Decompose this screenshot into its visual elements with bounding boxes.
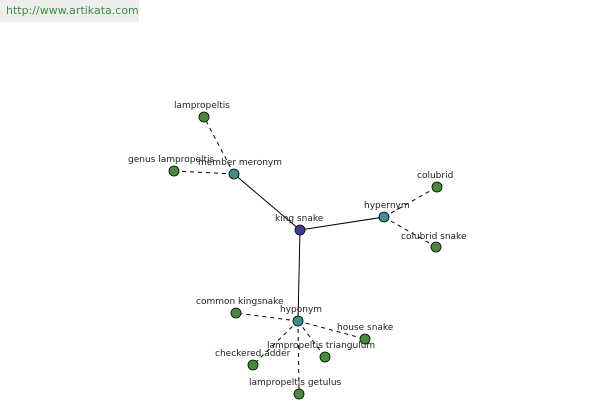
edge-root-hyponym [297, 229, 301, 322]
label-hypernym: hypernym [364, 201, 410, 211]
source-bar: http://www.artikata.com [0, 0, 139, 22]
node-colubrid[interactable] [431, 181, 443, 193]
edge-hyponym-checkered-adder [252, 320, 299, 366]
node-member-meronym[interactable] [228, 168, 240, 180]
label-house-snake: house snake [337, 323, 394, 333]
edge-hyponym-house-snake [297, 320, 366, 340]
node-hyponym[interactable] [292, 315, 304, 327]
labels-layer: king snake member meronym lampropeltis genu… [128, 101, 467, 388]
edge-member-meronym-lampropeltis [203, 116, 235, 175]
node-genus-lampropeltis[interactable] [168, 165, 180, 177]
edges-layer [173, 116, 438, 395]
node-house-snake[interactable] [359, 333, 371, 345]
label-lampropeltis-triangulum: lampropeltis triangulum [267, 341, 375, 351]
node-king-snake[interactable] [294, 224, 306, 236]
node-lampropeltis[interactable] [198, 111, 210, 123]
node-lampropeltis-getulus[interactable] [293, 388, 305, 400]
label-hyponym: hyponym [280, 305, 322, 315]
edge-hypernym-colubrid [383, 186, 438, 218]
label-lampropeltis-getulus: lampropeltis getulus [249, 378, 342, 388]
edge-member-meronym-genus-lampropeltis [173, 170, 235, 175]
node-common-kingsnake[interactable] [230, 307, 242, 319]
node-lampropeltis-triangulum[interactable] [319, 351, 331, 363]
label-member-meronym: member meronym [198, 158, 282, 168]
label-checkered-adder: checkered adder [215, 349, 291, 359]
edge-hyponym-lampropeltis-triangulum [297, 320, 326, 358]
edge-root-hypernym [299, 216, 385, 231]
label-lampropeltis: lampropeltis [174, 101, 230, 111]
label-king-snake: king snake [275, 214, 324, 224]
label-genus-lampropeltis: genus lampropeltis [128, 155, 214, 165]
edge-root-member-meronym [233, 173, 301, 231]
label-colubrid: colubrid [417, 171, 453, 181]
node-checkered-adder[interactable] [247, 359, 259, 371]
edge-hypernym-colubrid-snake [383, 216, 437, 248]
label-colubrid-snake: colubrid snake [401, 232, 467, 242]
nodes-layer [168, 111, 443, 400]
source-link[interactable]: http://www.artikata.com [6, 4, 139, 17]
node-hypernym[interactable] [378, 211, 390, 223]
edge-hyponym-common-kingsnake [235, 312, 299, 322]
label-common-kingsnake: common kingsnake [196, 297, 284, 307]
node-colubrid-snake[interactable] [430, 241, 442, 253]
